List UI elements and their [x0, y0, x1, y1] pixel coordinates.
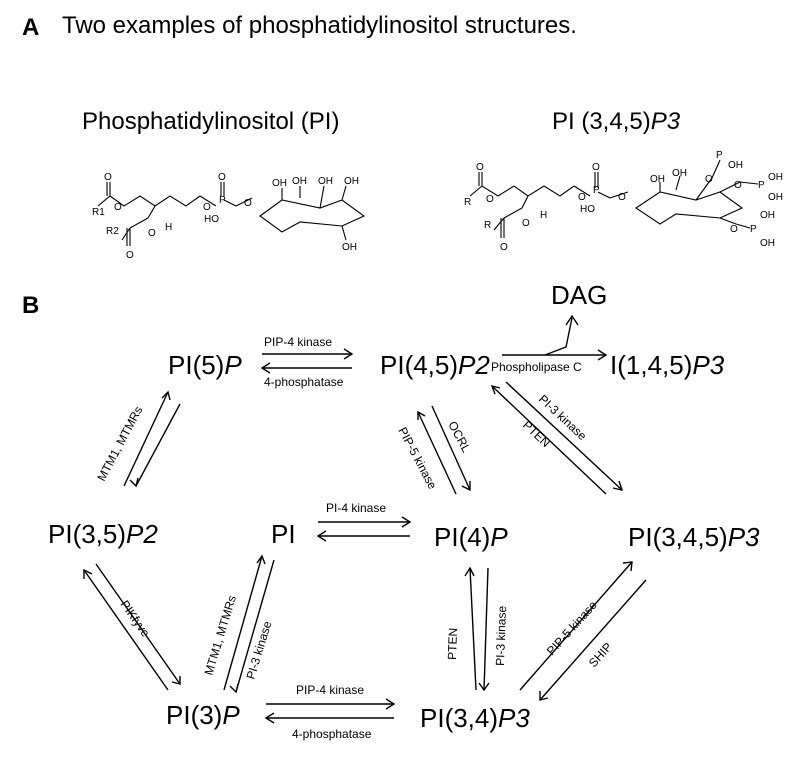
svg-text:O: O [500, 242, 508, 253]
svg-text:OH: OH [728, 160, 743, 171]
svg-text:OH: OH [342, 242, 357, 253]
node-pi4p: PI(4)P [434, 522, 508, 552]
panel-a-letter: A [22, 14, 40, 41]
panel-b-letter: B [22, 292, 40, 319]
svg-text:R2: R2 [106, 226, 119, 237]
label-pip4k-top: PIP-4 kinase [264, 335, 332, 349]
panel-a-title: Two examples of phosphatidylinositol str… [62, 12, 577, 39]
svg-text:OH: OH [768, 172, 783, 183]
pi-structure-title: Phosphatidylinositol (PI) [82, 108, 340, 135]
arrow-pi45p2-pi4p [417, 405, 471, 495]
label-pip5k-mid: PIP-5 kinase [395, 425, 439, 492]
pip3-structure-title: PI (3,4,5)P3 [552, 108, 681, 135]
svg-text:R: R [484, 220, 491, 231]
svg-text:O: O [148, 228, 156, 239]
svg-text:O: O [578, 192, 586, 203]
svg-text:O: O [618, 192, 626, 203]
svg-text:H: H [165, 222, 172, 233]
node-pi5p: PI(5)P [168, 350, 242, 380]
label-pip4k-bottom: PIP-4 kinase [296, 683, 364, 697]
node-pi45p2: PI(4,5)P2 [380, 350, 490, 380]
svg-text:R1: R1 [92, 207, 105, 218]
svg-text:OH: OH [760, 238, 775, 249]
label-phospholipase-c: Phospholipase C [491, 360, 582, 374]
svg-text:O: O [730, 224, 738, 235]
label-pip5k-low: PIP-5 kinase [544, 598, 600, 658]
arrow-plc [502, 314, 608, 361]
svg-text:O: O [126, 250, 134, 261]
svg-text:OH: OH [292, 176, 307, 187]
arrow-pi35p2-pi3p [83, 563, 181, 691]
label-mtm-mid: MTM1, MTMRs [201, 594, 239, 677]
arrow-pi-pi3p [223, 554, 275, 694]
arrow-pi45p2-pi345p3 [490, 381, 624, 495]
label-4-phosphatase-top: 4-phosphatase [264, 375, 344, 389]
label-mtm-left: MTM1, MTMRs [94, 404, 145, 484]
svg-text:HO: HO [580, 204, 595, 215]
node-pi: PI [271, 519, 296, 549]
svg-text:OH: OH [318, 176, 333, 187]
arrow-pi5p-pi45p2 [260, 348, 354, 374]
label-pten-right: PTEN [520, 418, 553, 450]
label-ocrl: OCRL [445, 419, 473, 455]
arrow-pi5p-pi35p2 [123, 390, 181, 488]
node-ip3: I(1,4,5)P3 [610, 350, 725, 380]
arrow-pi4p-pi34p3 [464, 566, 490, 692]
svg-text:O: O [244, 198, 252, 209]
label-pikfyve: PIKfyve [118, 598, 153, 640]
svg-text:O: O [104, 172, 112, 183]
label-ship: SHIP [586, 640, 615, 670]
svg-text:O: O [203, 202, 211, 213]
svg-text:OH: OH [760, 210, 775, 221]
svg-text:OH: OH [344, 176, 359, 187]
arrow-pi-pi4p [316, 516, 412, 542]
node-pi3p: PI(3)P [166, 700, 240, 730]
node-pi34p3: PI(3,4)P3 [420, 703, 530, 733]
node-dag: DAG [551, 280, 608, 310]
svg-text:OH: OH [672, 168, 687, 179]
svg-text:P: P [593, 185, 600, 196]
svg-text:O: O [476, 162, 484, 173]
pi-structure: O R1 O H O R2 O O O P HO O OH OH OH OH O… [92, 172, 366, 261]
svg-text:P: P [750, 224, 757, 235]
svg-text:P: P [716, 150, 723, 161]
svg-text:R: R [464, 197, 471, 208]
svg-text:P: P [758, 180, 765, 191]
pip3-structure: O R O H O R O O O P HO O OH OH O P OH O … [464, 150, 783, 253]
svg-text:O: O [486, 194, 494, 205]
label-4-phosphatase-bottom: 4-phosphatase [292, 727, 372, 741]
svg-text:H: H [540, 210, 547, 221]
arrow-pi34p3-pi345p3 [519, 561, 647, 701]
svg-text:O: O [218, 172, 226, 183]
node-pi345p3: PI(3,4,5)P3 [628, 522, 760, 552]
svg-text:O: O [734, 180, 742, 191]
svg-text:P: P [219, 195, 226, 206]
label-pten-mid: PTEN [445, 628, 460, 660]
svg-text:O: O [705, 174, 713, 185]
svg-text:HO: HO [204, 214, 219, 225]
svg-text:O: O [592, 162, 600, 173]
label-pi3k-low: PI-3 kinase [493, 605, 509, 666]
svg-text:O: O [522, 218, 530, 229]
label-pi4k: PI-4 kinase [326, 501, 386, 515]
svg-text:OH: OH [272, 178, 287, 189]
svg-text:O: O [114, 202, 122, 213]
svg-text:OH: OH [768, 192, 783, 203]
node-pi35p2: PI(3,5)P2 [48, 519, 158, 549]
svg-text:OH: OH [650, 174, 665, 185]
arrow-pi3p-pi34p3 [264, 698, 396, 724]
